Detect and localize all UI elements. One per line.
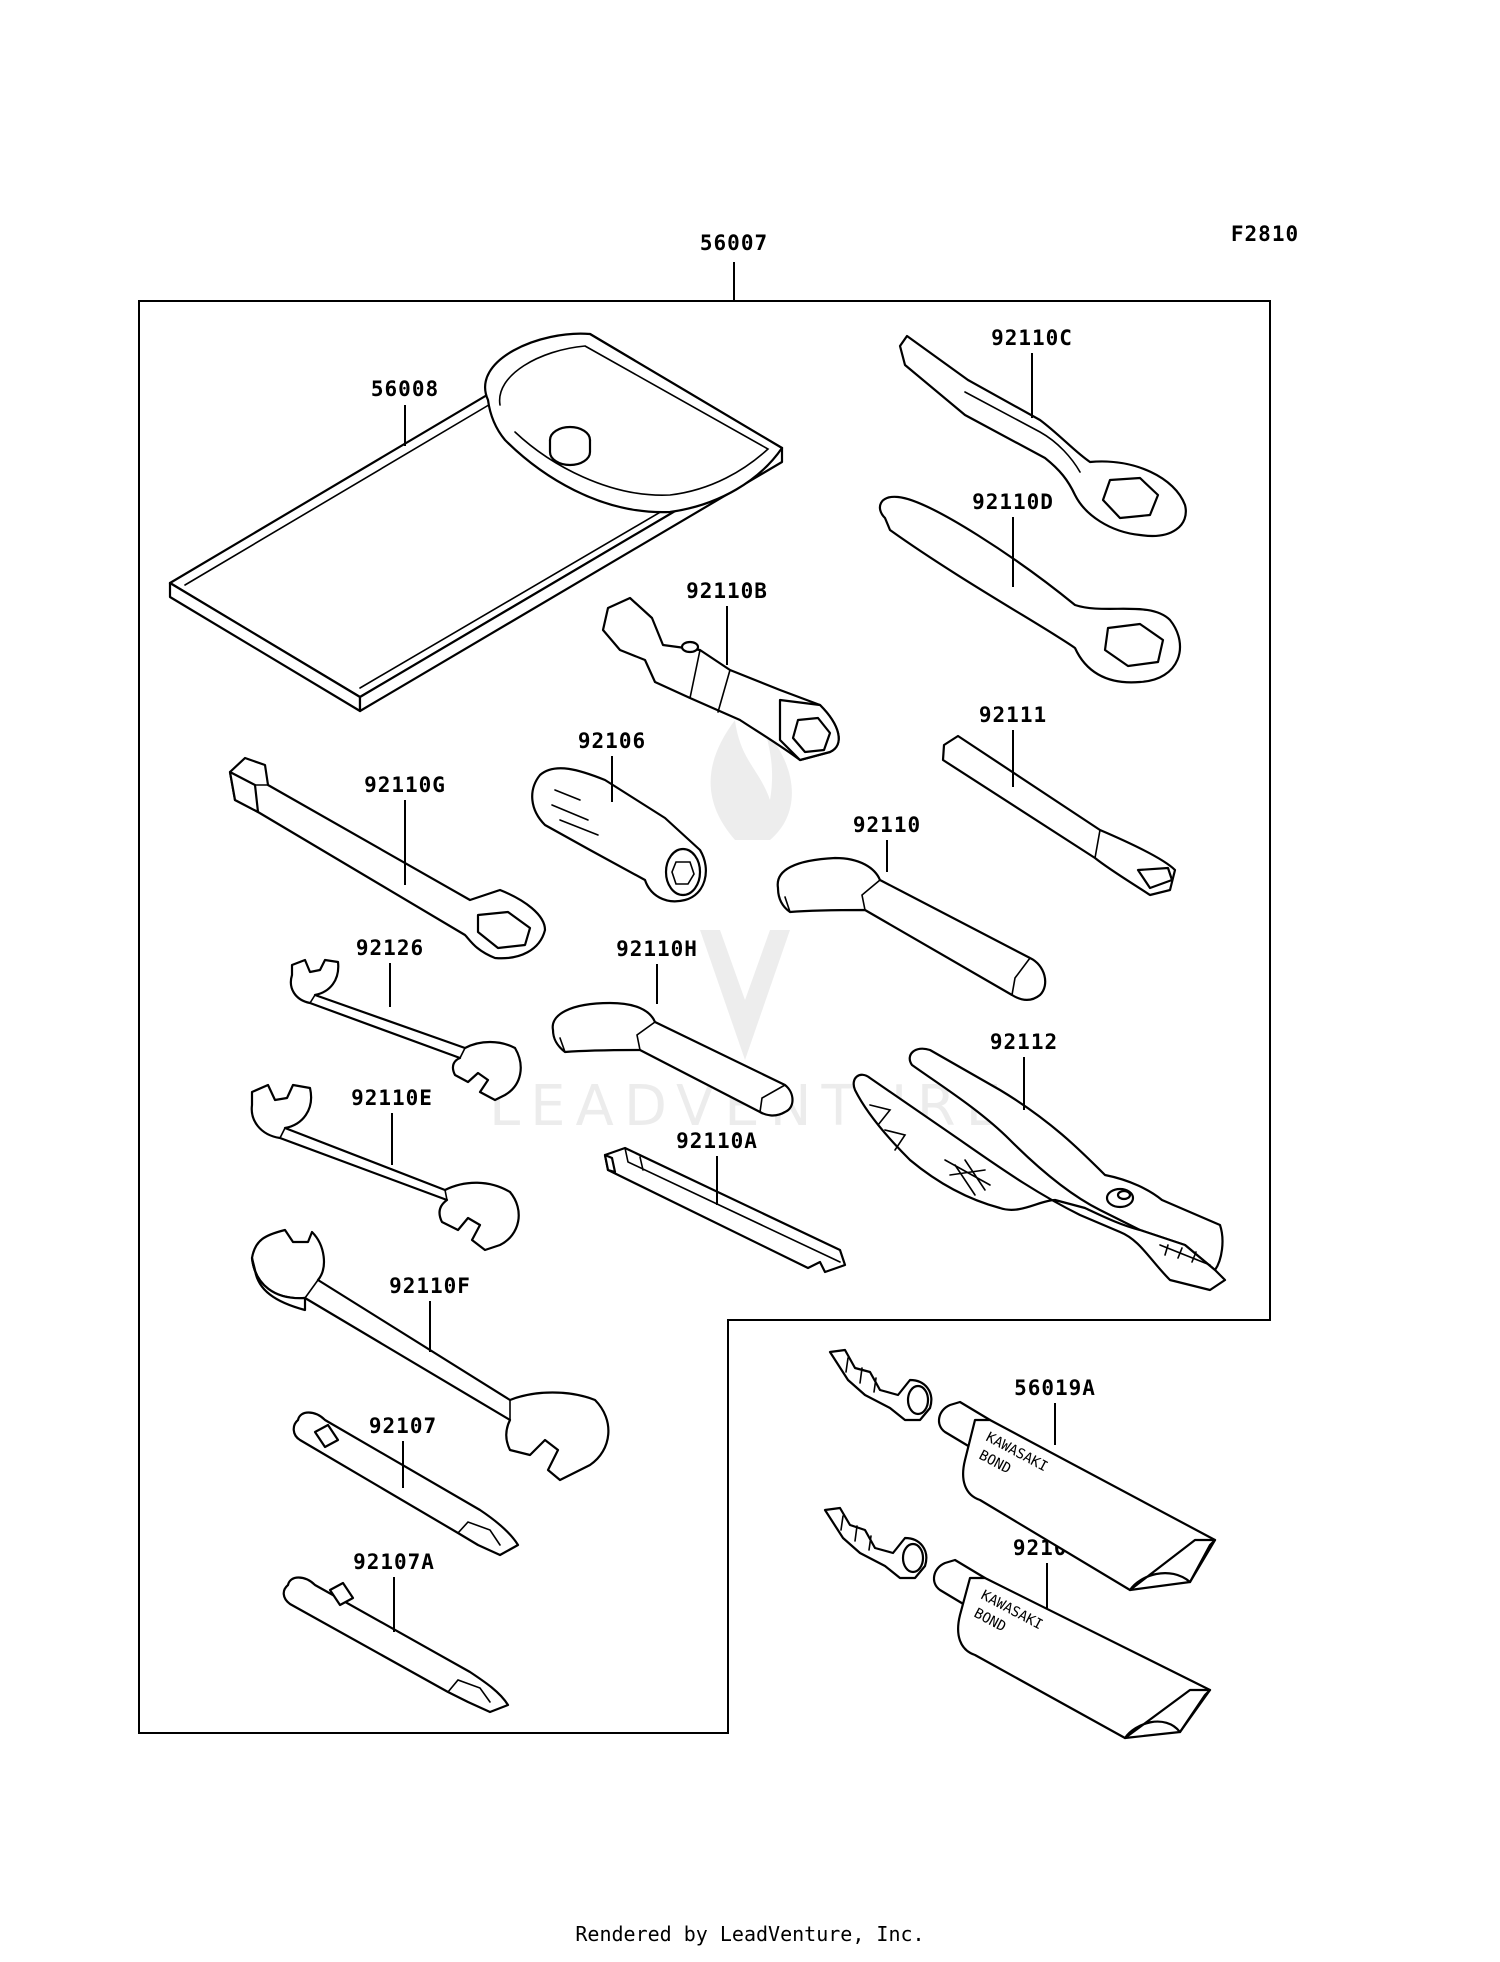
tool-pouch-icon[interactable] [168,332,784,713]
open-end-wrench-92126-icon[interactable] [289,958,522,1102]
part-label-92106[interactable]: 92106 [578,729,646,753]
part-label-92110D[interactable]: 92110D [972,490,1054,514]
part-label-92110F[interactable]: 92110F [389,1274,471,1298]
box-wrench-bar-92110G-icon[interactable] [228,756,547,960]
bond-tube-92104-icon[interactable]: KAWASAKI BOND [823,1506,1212,1740]
flat-wrench-92110A-icon[interactable] [603,1146,847,1274]
kit-frame [138,300,1271,1734]
hex-key-92110-icon[interactable] [776,856,1047,1001]
hex-key-92110H-icon[interactable] [551,1001,794,1117]
box-wrench-92110D-icon[interactable] [878,495,1182,684]
screwdriver-bit-92107A-icon[interactable] [282,1576,510,1714]
bond-tube-56019A-icon[interactable]: KAWASAKI BOND [828,1348,1217,1592]
part-label-92110A[interactable]: 92110A [676,1129,758,1153]
figure-code: F2810 [1231,222,1299,246]
part-label-92110C[interactable]: 92110C [991,326,1073,350]
part-label-92110[interactable]: 92110 [853,813,921,837]
part-label-56007[interactable]: 56007 [700,231,768,255]
part-label-92111[interactable]: 92111 [979,703,1047,727]
part-label-92107A[interactable]: 92107A [353,1550,435,1574]
screwdriver-bit-92107-icon[interactable] [292,1411,520,1557]
part-label-92107[interactable]: 92107 [369,1414,437,1438]
box-wrench-92110C-icon[interactable] [898,334,1187,538]
part-label-92110E[interactable]: 92110E [351,1086,433,1110]
part-label-56008[interactable]: 56008 [371,377,439,401]
open-end-wrench-92110E-icon[interactable] [250,1083,520,1252]
spark-plug-wrench-92110B-icon[interactable] [601,596,840,762]
part-label-92112[interactable]: 92112 [990,1030,1058,1054]
watermark-logo-icon [700,720,792,1060]
part-label-92110H[interactable]: 92110H [616,937,698,961]
part-label-92110B[interactable]: 92110B [686,579,768,603]
pliers-92112-icon[interactable] [852,1047,1227,1292]
footer-credit: Rendered by LeadVenture, Inc. [575,1922,925,1946]
part-label-56019A[interactable]: 56019A [1014,1376,1096,1400]
part-label-92126[interactable]: 92126 [356,936,424,960]
open-end-wrench-92110F-icon[interactable] [250,1228,610,1482]
part-label-92110G[interactable]: 92110G [364,773,446,797]
screwdriver-handle-92111-icon[interactable] [941,734,1177,897]
socket-adapter-92106-icon[interactable] [531,767,707,903]
